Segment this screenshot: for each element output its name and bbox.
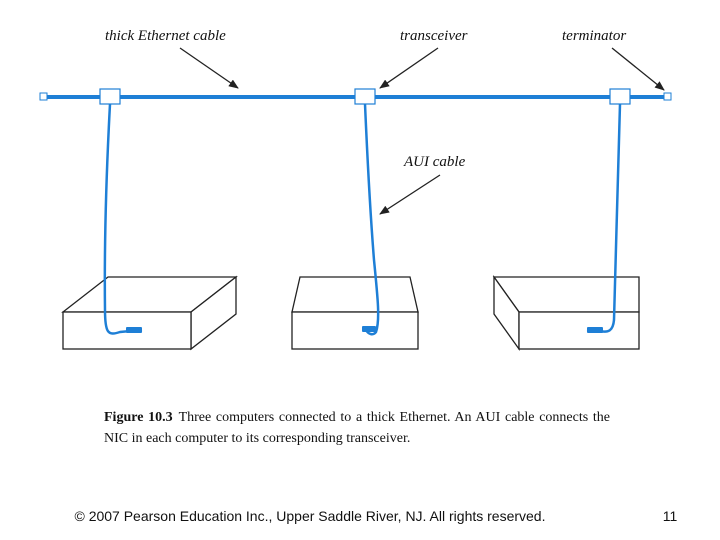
aui-cable-1 bbox=[103, 103, 143, 335]
figure-number: Figure 10.3 bbox=[104, 410, 173, 425]
label-thick-ethernet-cable: thick Ethernet cable bbox=[105, 28, 226, 44]
arrow-terminator bbox=[611, 47, 665, 91]
terminator-right bbox=[663, 92, 672, 101]
transceiver-3 bbox=[609, 88, 631, 105]
arrow-transceiver bbox=[379, 47, 439, 89]
nic-connector-3 bbox=[587, 327, 603, 333]
computer-2 bbox=[291, 276, 419, 350]
label-terminator: terminator bbox=[562, 28, 626, 44]
aui-cable-2 bbox=[363, 103, 380, 336]
computer-1 bbox=[61, 275, 238, 351]
arrow-aui-cable bbox=[379, 174, 441, 215]
terminator-left bbox=[39, 92, 48, 101]
label-transceiver: transceiver bbox=[400, 28, 468, 44]
nic-connector-2 bbox=[362, 326, 376, 332]
copyright-footer: © 2007 Pearson Education Inc., Upper Sad… bbox=[74, 508, 546, 524]
caption-text: Three computers connected to a thick Eth… bbox=[104, 410, 610, 446]
aui-cable-3 bbox=[586, 103, 622, 333]
transceiver-2 bbox=[354, 88, 376, 105]
transceiver-1 bbox=[99, 88, 121, 105]
page-number: 11 bbox=[662, 508, 678, 524]
computer-3 bbox=[492, 274, 640, 352]
nic-connector-1 bbox=[126, 327, 142, 333]
arrow-thick-cable bbox=[179, 47, 239, 89]
label-aui-cable: AUI cable bbox=[403, 154, 466, 170]
